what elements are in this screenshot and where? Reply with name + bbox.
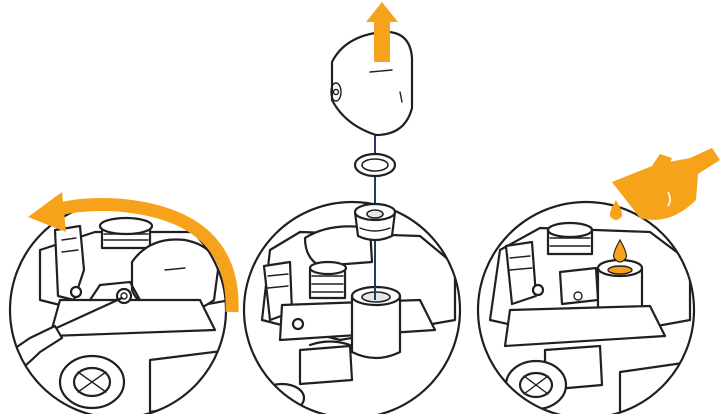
o-ring (355, 154, 395, 176)
valve-cap (331, 32, 412, 135)
seal-cup (355, 204, 395, 240)
panel-2-lift-cap (244, 2, 460, 414)
falling-oil-drop-icon (610, 200, 622, 220)
panel-1-remove-screw (10, 192, 232, 414)
panel-3-detail (490, 223, 692, 414)
oil-can-icon (612, 148, 720, 220)
panel-2-detail (260, 226, 455, 412)
panel-3-fill-oil (478, 148, 720, 414)
